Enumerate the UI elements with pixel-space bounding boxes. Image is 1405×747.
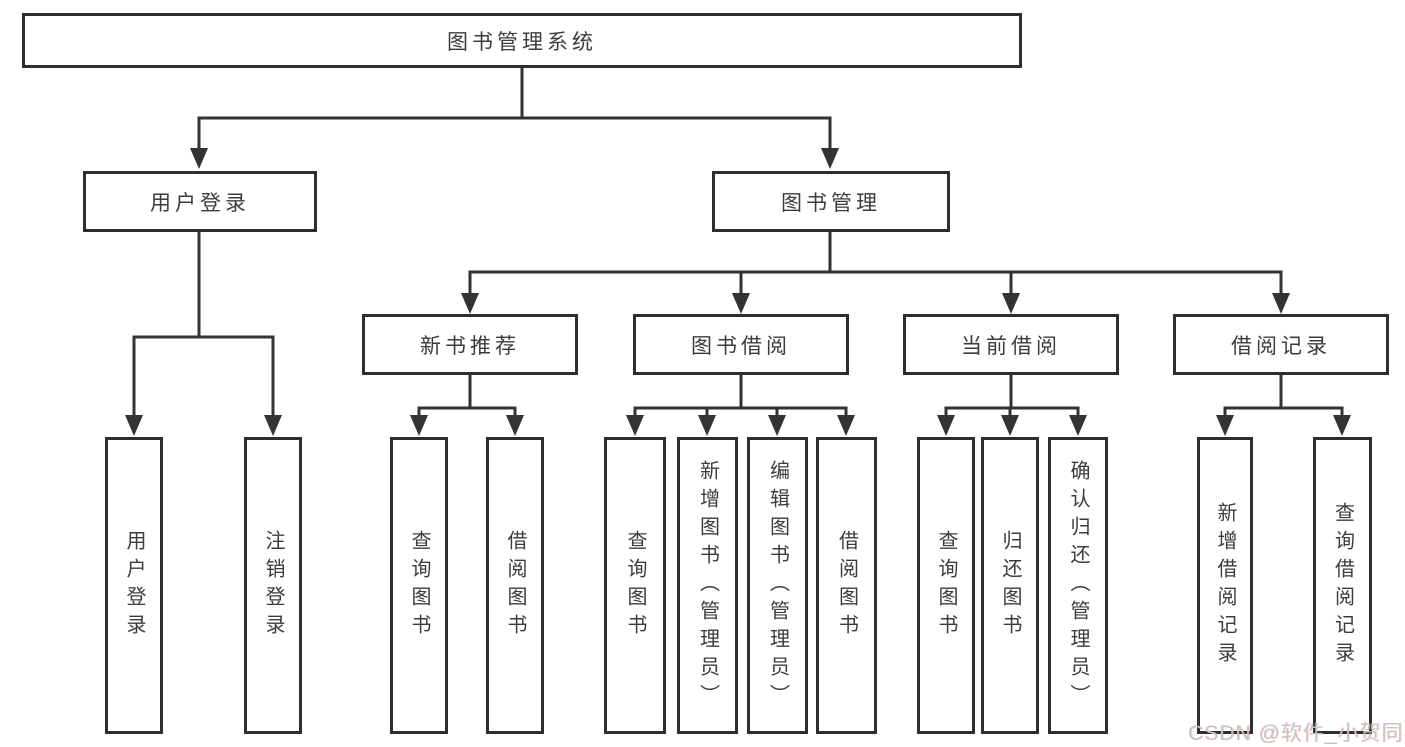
connector-user-login-to-leaves [132, 230, 275, 419]
leaf-cb-confirm-return-admin: 确认归还（管理员） [1048, 437, 1108, 734]
connector-records-to-leaves [1223, 371, 1344, 419]
leaf-bb-edit-books-admin: 编辑图书（管理员） [747, 437, 808, 734]
leaf-cb-query-books-label: 查询图书 [935, 529, 957, 642]
node-book-management: 图书管理 [712, 171, 950, 232]
leaf-nbr-borrow-books-label: 借阅图书 [504, 529, 526, 642]
leaf-user-login: 用户登录 [105, 437, 163, 734]
node-new-book-recommend-label: 新书推荐 [420, 334, 520, 358]
node-user-login-label: 用户登录 [150, 191, 250, 215]
leaf-br-add-record: 新增借阅记录 [1197, 437, 1253, 734]
node-book-borrowing: 图书借阅 [633, 314, 849, 375]
leaf-bb-add-books-admin: 新增图书（管理员） [677, 437, 738, 734]
node-root: 图书管理系统 [22, 13, 1022, 68]
leaf-bb-edit-books-admin-label: 编辑图书（管理员） [766, 459, 789, 712]
leaf-nbr-query-books-label: 查询图书 [408, 529, 430, 642]
leaf-logout-label: 注销登录 [262, 529, 284, 642]
leaf-cb-query-books: 查询图书 [917, 437, 975, 734]
connector-current-to-leaves [944, 371, 1080, 419]
leaf-user-login-label: 用户登录 [123, 529, 145, 642]
connector-root-to-level2 [197, 66, 832, 152]
leaf-bb-borrow-books-label: 借阅图书 [835, 529, 858, 642]
connector-book-mgmt-to-level3 [468, 230, 1283, 297]
leaf-br-query-record: 查询借阅记录 [1313, 437, 1372, 734]
node-book-management-label: 图书管理 [781, 191, 881, 215]
node-user-login: 用户登录 [83, 171, 317, 232]
leaf-nbr-borrow-books: 借阅图书 [486, 437, 544, 734]
leaf-cb-return-books: 归还图书 [981, 437, 1039, 734]
leaf-bb-query-books: 查询图书 [604, 437, 666, 734]
leaf-bb-add-books-admin-label: 新增图书（管理员） [696, 459, 719, 712]
leaf-br-query-record-label: 查询借阅记录 [1331, 501, 1354, 670]
leaf-bb-query-books-label: 查询图书 [624, 529, 646, 642]
leaf-bb-borrow-books: 借阅图书 [816, 437, 877, 734]
leaf-cb-return-books-label: 归还图书 [999, 529, 1021, 642]
node-book-borrowing-label: 图书借阅 [691, 334, 791, 358]
leaf-cb-confirm-return-admin-label: 确认归还（管理员） [1067, 459, 1089, 712]
node-borrow-records: 借阅记录 [1173, 314, 1389, 375]
node-current-borrowing: 当前借阅 [903, 314, 1119, 375]
leaf-br-add-record-label: 新增借阅记录 [1214, 501, 1236, 670]
node-new-book-recommend: 新书推荐 [362, 314, 578, 375]
csdn-watermark: CSDN @软件_小贺同学 [1188, 722, 1405, 745]
node-borrow-records-label: 借阅记录 [1231, 334, 1331, 358]
leaf-logout: 注销登录 [244, 437, 302, 734]
node-current-borrowing-label: 当前借阅 [961, 334, 1061, 358]
leaf-nbr-query-books: 查询图书 [390, 437, 448, 734]
connector-borrowing-to-leaves [633, 371, 848, 419]
node-root-label: 图书管理系统 [447, 30, 597, 54]
connector-new-book-to-leaves [417, 371, 517, 419]
